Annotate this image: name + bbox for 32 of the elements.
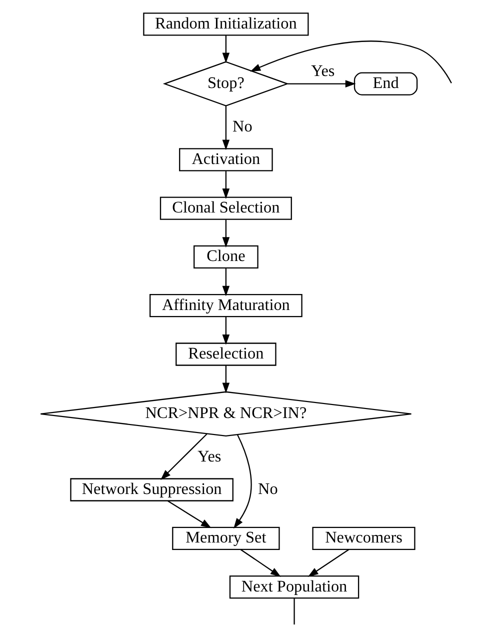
edge-label: No xyxy=(258,480,278,498)
arrow xyxy=(222,268,230,296)
node-box: Memory Set xyxy=(172,526,280,550)
arrow xyxy=(234,434,252,529)
edge-label: No xyxy=(232,118,252,136)
node-diamond: Stop? xyxy=(162,61,290,106)
node-diamond: NCR>NPR & NCR>IN? xyxy=(40,391,412,436)
node-box: Reselection xyxy=(176,342,276,366)
arrow xyxy=(288,80,356,88)
arrow xyxy=(240,549,281,577)
arrow xyxy=(168,500,212,528)
node-box: Clonal Selection xyxy=(160,196,292,220)
arrow xyxy=(222,317,230,345)
node-box: Newcomers xyxy=(312,526,416,550)
arrow xyxy=(222,35,230,64)
connector xyxy=(294,598,295,624)
arrow xyxy=(160,434,208,480)
edge-label: Yes xyxy=(311,62,335,80)
node-box: Network Suppression xyxy=(70,478,234,502)
node-box: Clone xyxy=(194,245,258,269)
node-box: Next Population xyxy=(229,575,360,599)
node-box: Affinity Maturation xyxy=(150,294,302,318)
arrow xyxy=(222,220,230,248)
arrow xyxy=(250,40,452,84)
arrow xyxy=(308,549,349,577)
arrow xyxy=(222,106,230,150)
node-box: Activation xyxy=(179,148,273,172)
edge-label: Yes xyxy=(198,448,222,466)
arrow xyxy=(222,171,230,199)
arrow xyxy=(222,365,230,394)
node-box: Random Initialization xyxy=(143,12,309,36)
node-box: End xyxy=(354,72,418,96)
